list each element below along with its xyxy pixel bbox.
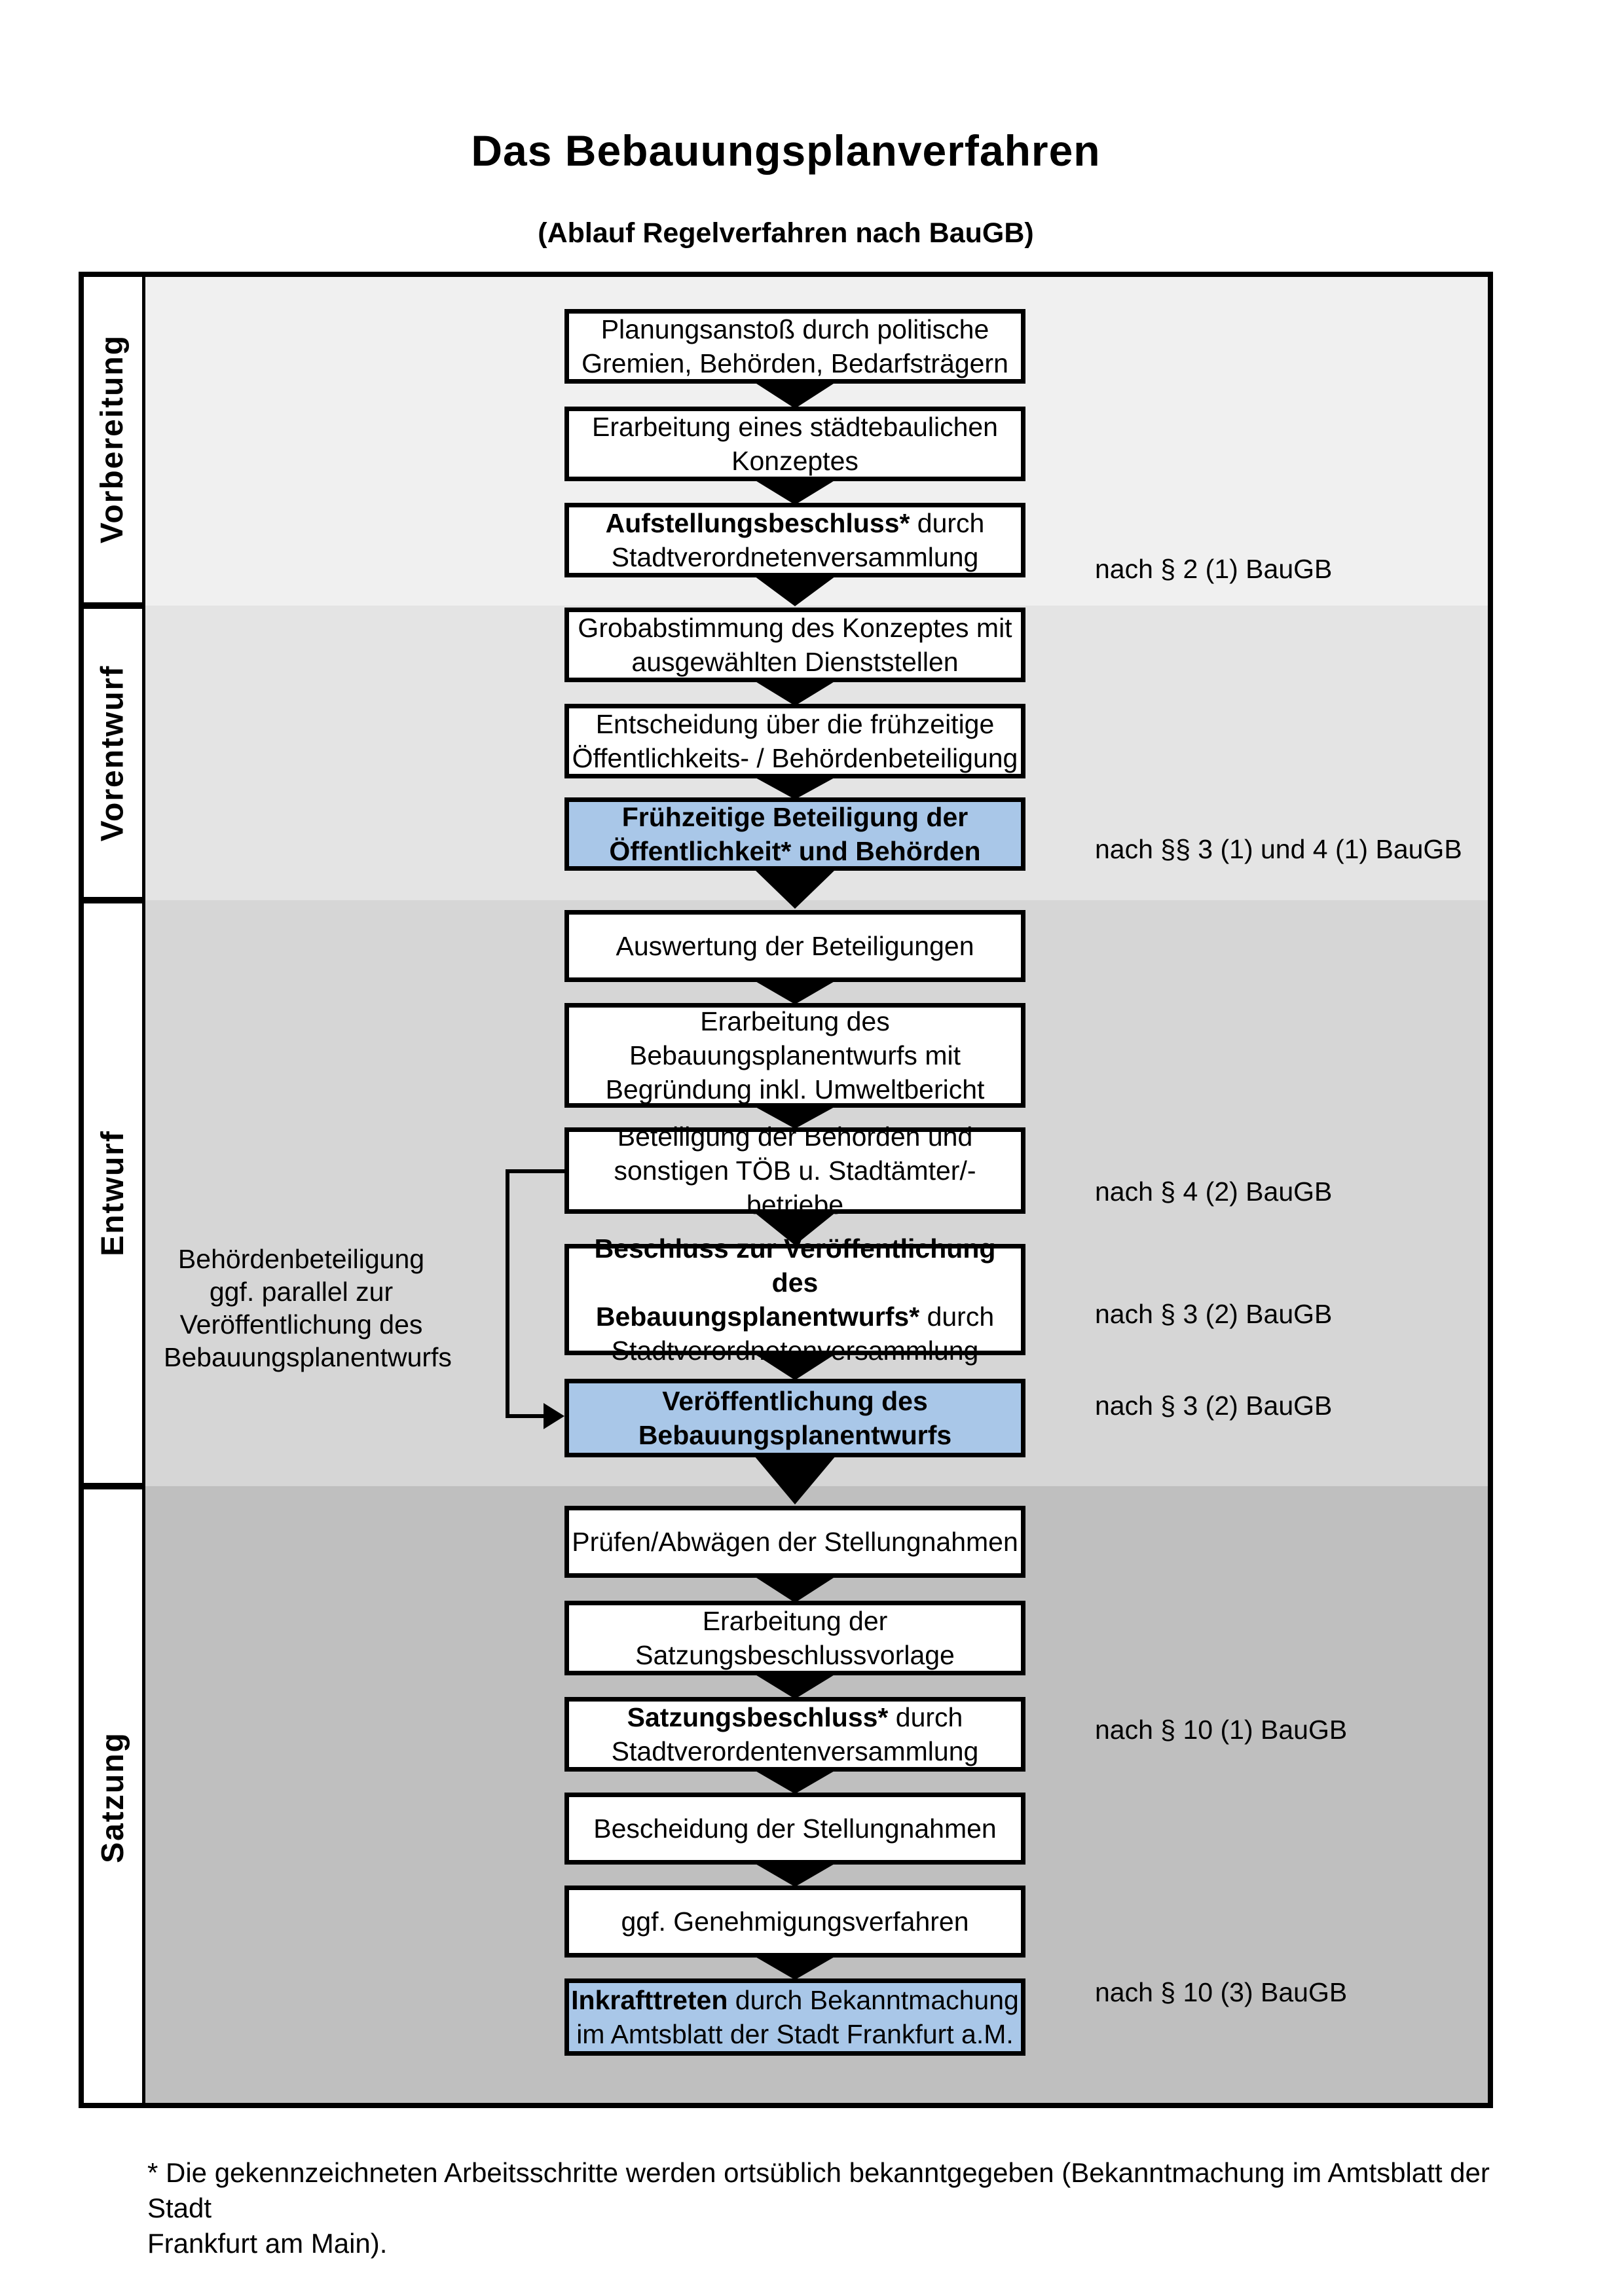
side-note-line: Behördenbeteiligung: [177, 1244, 425, 1274]
flow-box-text-line: sonstigen TÖB u. Stadtämter/-betriebe: [614, 1156, 976, 1220]
stage-label-satzung: Satzung: [95, 1731, 130, 1863]
stage-cell-vorbereitung: Vorbereitung: [80, 272, 145, 606]
flow-box-text-line: Begründung inkl. Umweltbericht: [605, 1074, 985, 1104]
flow-box-text-line: Inkrafttreten durch Bekanntmachung: [571, 1985, 1019, 2015]
side-note-line: ggf. parallel zur: [209, 1277, 394, 1307]
flow-box-text-line: Frühzeitige Beteiligung der: [621, 802, 969, 832]
flow-box-text-line: Auswertung der Beteiligungen: [616, 931, 974, 961]
flow-arrow-down-icon: [754, 869, 836, 909]
legal-reference-a2: nach §§ 3 (1) und 4 (1) BauGB: [1095, 834, 1462, 864]
side-note-line: Bebauungsplanentwurfs: [164, 1342, 452, 1372]
flow-box-bescheidung: Bescheidung der Stellungnahmen: [564, 1793, 1025, 1865]
stage-label-vorentwurf: Vorentwurf: [95, 665, 130, 841]
flow-box-text-line: Prüfen/Abwägen der Stellungnahmen: [572, 1527, 1018, 1557]
legal-reference-a7: nach § 10 (3) BauGB: [1095, 1977, 1348, 2007]
legal-reference-a5: nach § 3 (2) BauGB: [1095, 1391, 1333, 1421]
stage-cell-satzung: Satzung: [80, 1486, 145, 2108]
flow-box-text-line: Aufstellungsbeschluss* durch: [605, 508, 985, 538]
flow-box-text-line: Öffentlichkeit* und Behörden: [609, 836, 981, 866]
stage-cell-entwurf: Entwurf: [80, 900, 145, 1486]
flow-box-text-line: Erarbeitung des: [700, 1006, 890, 1036]
legal-reference-a4: nach § 3 (2) BauGB: [1095, 1299, 1333, 1329]
flow-arrow-down-icon: [754, 777, 836, 799]
flow-arrow-down-icon: [754, 1956, 836, 1980]
flow-box-text-line: im Amtsblatt der Stadt Frankfurt a.M.: [576, 2019, 1014, 2049]
flow-box-text-line: Erarbeitung eines städtebaulichen: [592, 412, 998, 442]
flow-box-inkrafttreten: Inkrafttreten durch Bekanntmachung im Amt…: [564, 1978, 1025, 2056]
flow-arrow-down-icon: [754, 1106, 836, 1129]
flow-box-text-line: Bebauungsplanentwurfs: [638, 1420, 952, 1450]
flow-arrow-down-icon: [754, 681, 836, 706]
flow-box-text-line: Gremien, Behörden, Bedarfsträgern: [581, 348, 1008, 378]
flow-arrow-down-icon: [754, 382, 836, 409]
flow-box-text-line: Stadtverordentenversammlung: [611, 1736, 979, 1766]
page-title: Das Bebauungsplanverfahren: [471, 126, 1101, 175]
flow-box-text-line: ggf. Genehmigungsverfahren: [621, 1906, 969, 1937]
side-note-line: Veröffentlichung des: [179, 1309, 423, 1339]
parallel-connector-top-line: [506, 1169, 566, 1173]
flow-box-text-line: Planungsanstoß durch politische: [600, 314, 989, 344]
flow-arrow-down-icon: [754, 1212, 836, 1245]
stage-cell-vorentwurf: Vorentwurf: [80, 606, 145, 900]
flow-arrow-down-icon: [754, 1456, 836, 1504]
flow-arrow-down-icon: [754, 480, 836, 505]
flow-box-text-line: Öffentlichkeits- / Behördenbeteiligung: [572, 743, 1018, 773]
flow-box-auswertung: Auswertung der Beteiligungen: [564, 910, 1025, 982]
flow-box-text-line: Erarbeitung der: [702, 1606, 888, 1636]
stage-label-vorbereitung: Vorbereitung: [95, 334, 130, 543]
flow-arrow-down-icon: [754, 981, 836, 1004]
page-subtitle: (Ablauf Regelverfahren nach BauGB): [538, 217, 1034, 249]
flow-box-genehmigungsverfahren: ggf. Genehmigungsverfahren: [564, 1886, 1025, 1958]
footnote: * Die gekennzeichneten Arbeitsschritte w…: [147, 2157, 1490, 2259]
parallel-connector-vertical-line: [506, 1169, 509, 1418]
flow-box-grobabstimmung: Grobabstimmung des Konzeptes mit ausgewäh…: [564, 608, 1025, 682]
flow-box-text-line: Veröffentlichung des: [662, 1386, 928, 1416]
flow-box-text-line: Bebauungsplanentwurfs mit: [629, 1040, 961, 1070]
parallel-connector-bottom-line: [506, 1414, 545, 1418]
flow-arrow-down-icon: [754, 1770, 836, 1794]
flow-box-text-line: Satzungsbeschluss* durch: [627, 1702, 963, 1732]
flow-arrow-down-icon: [754, 1863, 836, 1887]
legal-reference-a6: nach § 10 (1) BauGB: [1095, 1715, 1348, 1745]
flow-box-text-line: Grobabstimmung des Konzeptes mit: [578, 613, 1012, 643]
flow-box-text-line: Satzungsbeschlussvorlage: [635, 1640, 955, 1670]
flow-arrow-down-icon: [754, 1674, 836, 1699]
flow-box-text-line: Entscheidung über die frühzeitige: [595, 709, 995, 739]
flow-box-text-line: ausgewählten Dienststellen: [631, 647, 959, 677]
flow-arrow-down-icon: [754, 1354, 836, 1380]
stage-label-entwurf: Entwurf: [95, 1130, 130, 1256]
legal-reference-a3: nach § 4 (2) BauGB: [1095, 1176, 1333, 1207]
flow-box-text-line: Stadtverordnetenversammlung: [611, 542, 979, 572]
flow-box-text-line: Bescheidung der Stellungnahmen: [593, 1813, 997, 1844]
flow-box-pruefen-abwaegen: Prüfen/Abwägen der Stellungnahmen: [564, 1506, 1025, 1578]
flow-arrow-down-icon: [754, 576, 836, 606]
flow-arrow-down-icon: [754, 1576, 836, 1603]
flow-box-text-line: Bebauungsplanentwurfs* durch: [595, 1302, 995, 1332]
flow-box-text-line: Konzeptes: [731, 446, 858, 476]
legal-reference-a1: nach § 2 (1) BauGB: [1095, 554, 1333, 584]
parallel-connector-arrowhead-icon: [544, 1403, 564, 1429]
